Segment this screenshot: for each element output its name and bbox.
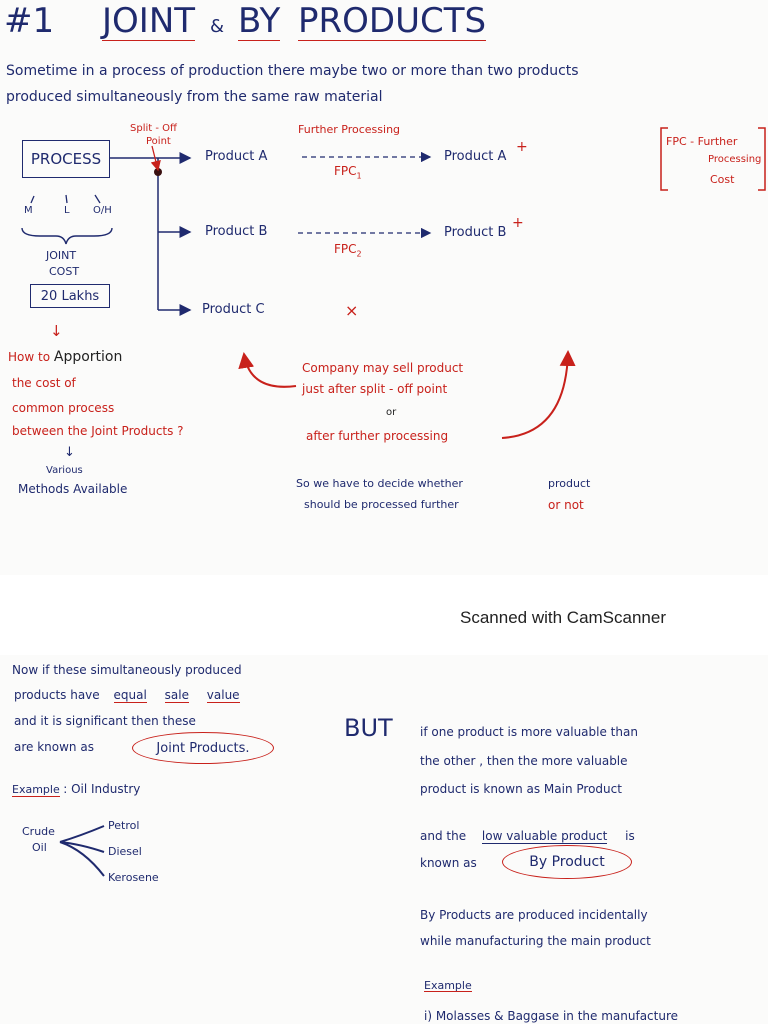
p2-right-line-8: i) Molasses & Baggase in the manufacture — [424, 1009, 679, 1023]
process-box: PROCESS — [22, 140, 110, 178]
p2-right-line-3: product is known as Main Product — [420, 782, 622, 796]
p2-example-label: Example — [12, 783, 60, 797]
cost-oh: O/H — [93, 205, 112, 216]
company-line-1: Company may sell product — [302, 361, 464, 375]
apportion-line-3: common process — [12, 401, 115, 415]
p2-right-line-4: and the low valuable product is — [420, 829, 635, 844]
petrol-label: Petrol — [108, 819, 140, 832]
kerosene-label: Kerosene — [108, 871, 159, 884]
decide-line-1-a: So we have to decide whether — [296, 477, 463, 490]
cost-l: L — [64, 205, 70, 216]
p2-left-line-4-a: are known as — [14, 740, 94, 754]
by-product-oval: By Product — [502, 845, 632, 879]
product-a: Product A — [205, 149, 268, 164]
split-off-label-2: Point — [146, 136, 171, 147]
intro-line-1: Sometime in a process of production ther… — [6, 63, 579, 79]
apportion-line-1-pre: How to — [8, 350, 51, 364]
word-equal: equal — [113, 688, 147, 703]
p2-right-line-1: if one product is more valuable than — [420, 725, 638, 739]
cross-mark: × — [345, 301, 359, 320]
apportion-word: Apportion — [53, 349, 123, 365]
diagram-lines — [21, 127, 766, 439]
product-b-plus: Product B — [444, 225, 507, 240]
title-joint: JOINT — [102, 1, 196, 41]
apportion-line-1: How to Apportion — [8, 350, 122, 364]
various-label: Various — [46, 465, 83, 476]
title-products: PRODUCTS — [298, 1, 487, 41]
split-off-label-1: Split - Off — [130, 123, 177, 134]
company-line-2: just after split - off point — [302, 382, 448, 396]
decide-line-2-b: or not — [548, 498, 584, 512]
diesel-label: Diesel — [108, 845, 142, 858]
plus-a: + — [516, 139, 528, 155]
p2-example-row: Example : Oil Industry — [12, 782, 141, 797]
intro-line-2: produced simultaneously from the same ra… — [6, 89, 383, 105]
p2-right-line-4-b: is — [625, 829, 635, 843]
product-c: Product C — [202, 302, 265, 317]
joint-cost-2: COST — [49, 265, 80, 278]
decide-line-1-b: product — [548, 477, 591, 490]
joint-cost-1: JOINT — [46, 249, 77, 262]
cost-m: M — [24, 205, 33, 216]
but-label: BUT — [344, 714, 393, 742]
fpc-note-1: FPC - Further — [666, 135, 738, 148]
fpc1-label: FPC1 — [334, 165, 362, 180]
plus-b: + — [512, 215, 524, 231]
p2-left-line-2: products have equal sale value — [14, 688, 240, 703]
product-b: Product B — [205, 224, 268, 239]
fpc-note-2: Processing — [708, 154, 762, 165]
apportion-arrow: ↓ — [50, 322, 63, 340]
methods-label: Methods Available — [18, 482, 128, 496]
title-amp: & — [210, 16, 225, 37]
crude-label: Crude — [22, 825, 55, 838]
p2-right-line-6: By Products are produced incidentally — [420, 908, 648, 922]
company-line-3: after further processing — [306, 429, 449, 443]
joint-cost-value-box: 20 Lakhs — [30, 284, 110, 308]
p2-right-line-5-a: known as — [420, 856, 477, 870]
title-by: BY — [238, 1, 281, 41]
fpc1-text: FPC — [334, 164, 357, 178]
apportion-arrow-2: ↓ — [64, 445, 75, 460]
oil-label: Oil — [32, 841, 47, 854]
p2-right-line-2: the other , then the more valuable — [420, 754, 628, 768]
fpc2-text: FPC — [334, 242, 357, 256]
word-sale: sale — [164, 688, 189, 703]
product-a-plus: Product A — [444, 149, 507, 164]
decide-line-2-a: should be processed further — [304, 498, 459, 511]
apportion-line-4: between the Joint Products ? — [12, 424, 184, 438]
apportion-line-2: the cost of — [12, 376, 76, 390]
low-valuable-product: low valuable product — [481, 829, 608, 844]
p2-right-example: Example — [424, 979, 472, 992]
p2-left-line-3: and it is significant then these — [14, 714, 196, 728]
p2-left-line-1: Now if these simultaneously produced — [12, 663, 242, 677]
page-gap — [0, 575, 768, 655]
further-processing-label: Further Processing — [298, 123, 401, 136]
company-or: or — [386, 407, 397, 418]
p2-right-line-7: while manufacturing the main product — [420, 934, 651, 948]
camscanner-watermark: Scanned with CamScanner — [460, 608, 667, 627]
fpc2-label: FPC2 — [334, 243, 362, 258]
fpc1-sub: 1 — [356, 171, 362, 181]
p2-right-line-4-a: and the — [420, 829, 467, 843]
word-value: value — [206, 688, 240, 703]
title-number: #1 — [4, 1, 55, 41]
p2-left-line-2-a: products have — [14, 688, 100, 702]
p2-example-rest: : Oil Industry — [63, 782, 141, 796]
fpc-note-3: Cost — [710, 173, 735, 186]
joint-products-oval: Joint Products. — [132, 732, 274, 764]
fpc2-sub: 2 — [356, 249, 362, 259]
